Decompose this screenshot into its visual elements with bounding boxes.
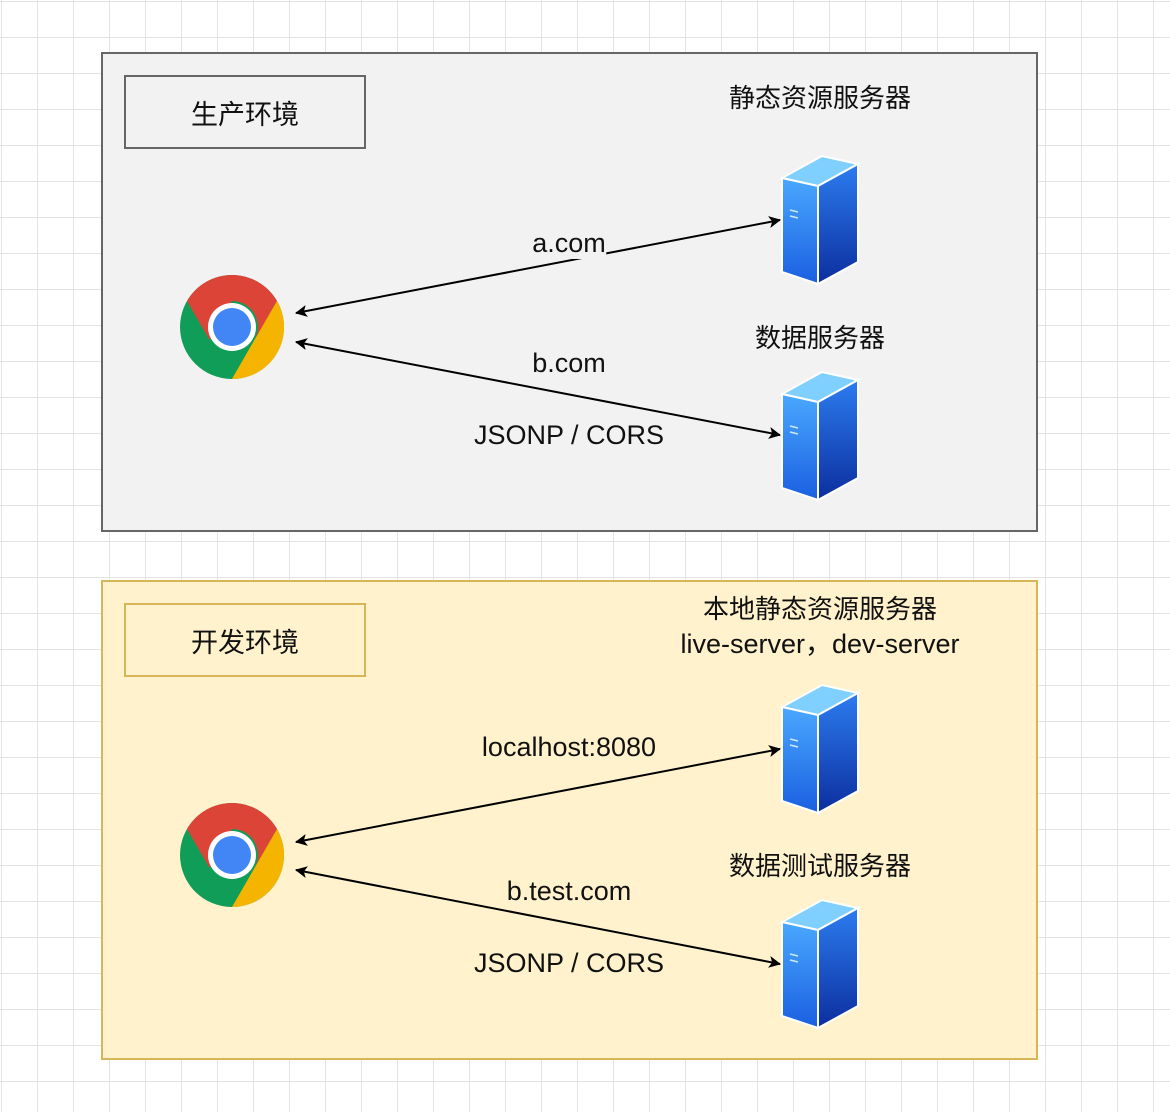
edge-label-test-data: b.test.com (506, 875, 632, 907)
arrow-browser-to-data-server (295, 338, 781, 439)
static-server-title: 静态资源服务器 (700, 82, 940, 116)
edge-label-data: b.com (532, 347, 606, 379)
server-icon (780, 154, 860, 286)
chrome-browser-icon (180, 803, 284, 907)
development-environment-label: 开发环境 (124, 603, 366, 677)
arrow-browser-to-local-static-server (295, 745, 781, 846)
edge-label-data-protocol: JSONP / CORS (473, 420, 665, 450)
arrow-browser-to-static-server (295, 216, 781, 317)
production-environment-label: 生产环境 (124, 75, 366, 149)
local-static-server-title-line1: 本地静态资源服务器 (702, 595, 937, 625)
arrow-browser-to-test-data-server (295, 866, 781, 968)
server-icon (780, 683, 860, 815)
edge-label-local-static: localhost:8080 (481, 731, 657, 763)
server-icon (780, 898, 860, 1030)
local-static-server-title-line2: live-server，dev-server (680, 629, 960, 659)
local-static-server-title: 本地静态资源服务器 live-server，dev-server (660, 593, 980, 661)
chrome-browser-icon (180, 275, 284, 379)
server-icon (780, 370, 860, 502)
edge-label-static: a.com (532, 227, 606, 259)
static-server-title-text: 静态资源服务器 (728, 84, 911, 114)
edge-label-test-data-protocol: JSONP / CORS (473, 948, 665, 978)
